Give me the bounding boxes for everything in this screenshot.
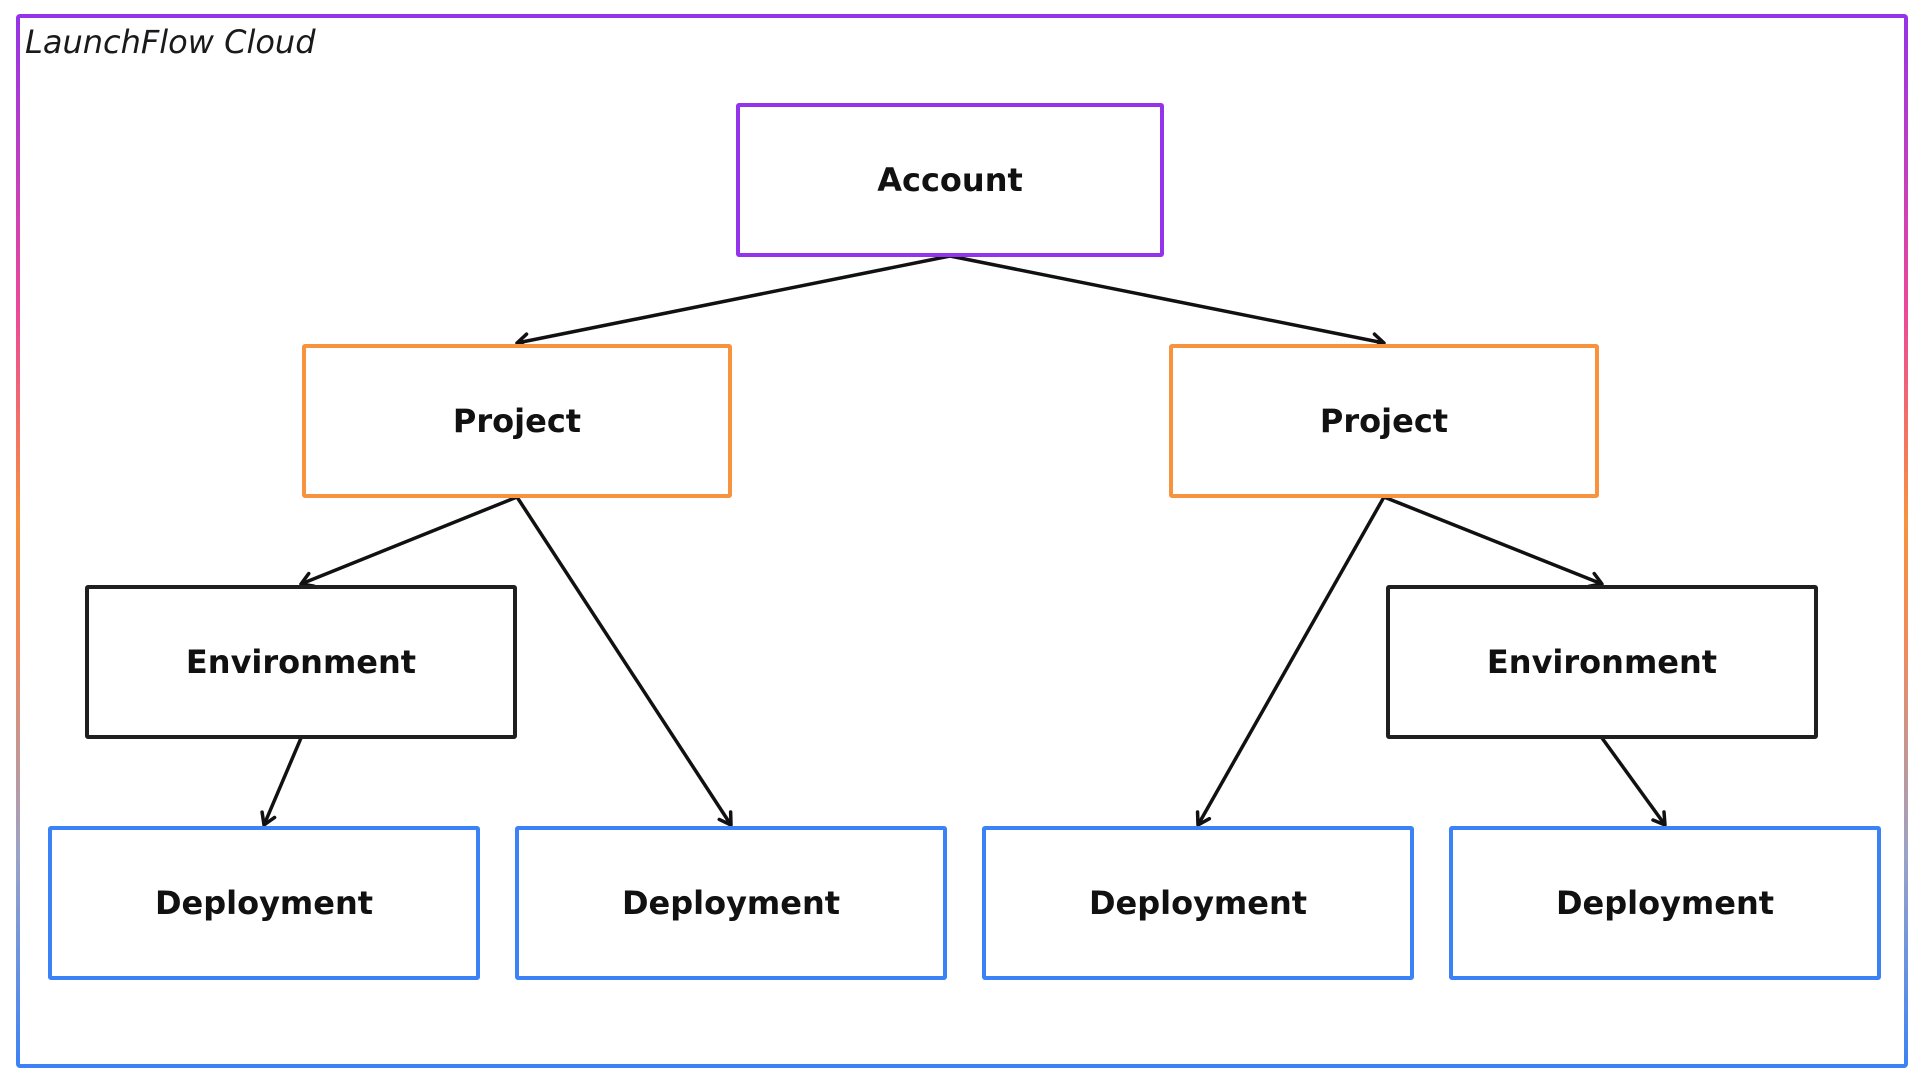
- deployment-label-2: Deployment: [621, 884, 841, 922]
- account-node[interactable]: Account: [736, 103, 1164, 257]
- deployment-node-4[interactable]: Deployment: [1449, 826, 1881, 980]
- environment-node-left[interactable]: Environment: [85, 585, 517, 739]
- deployment-label-1: Deployment: [154, 884, 374, 922]
- deployment-label-3: Deployment: [1088, 884, 1308, 922]
- account-label: Account: [877, 161, 1023, 199]
- project-label-right: Project: [1319, 402, 1449, 440]
- environment-node-right[interactable]: Environment: [1386, 585, 1818, 739]
- project-node-right[interactable]: Project: [1169, 344, 1599, 498]
- project-label-left: Project: [452, 402, 582, 440]
- deployment-node-2[interactable]: Deployment: [515, 826, 947, 980]
- environment-label-left: Environment: [185, 643, 417, 681]
- deployment-node-3[interactable]: Deployment: [982, 826, 1414, 980]
- environment-label-right: Environment: [1486, 643, 1718, 681]
- deployment-node-1[interactable]: Deployment: [48, 826, 480, 980]
- deployment-label-4: Deployment: [1555, 884, 1775, 922]
- project-node-left[interactable]: Project: [302, 344, 732, 498]
- frame-title: LaunchFlow Cloud: [25, 23, 316, 61]
